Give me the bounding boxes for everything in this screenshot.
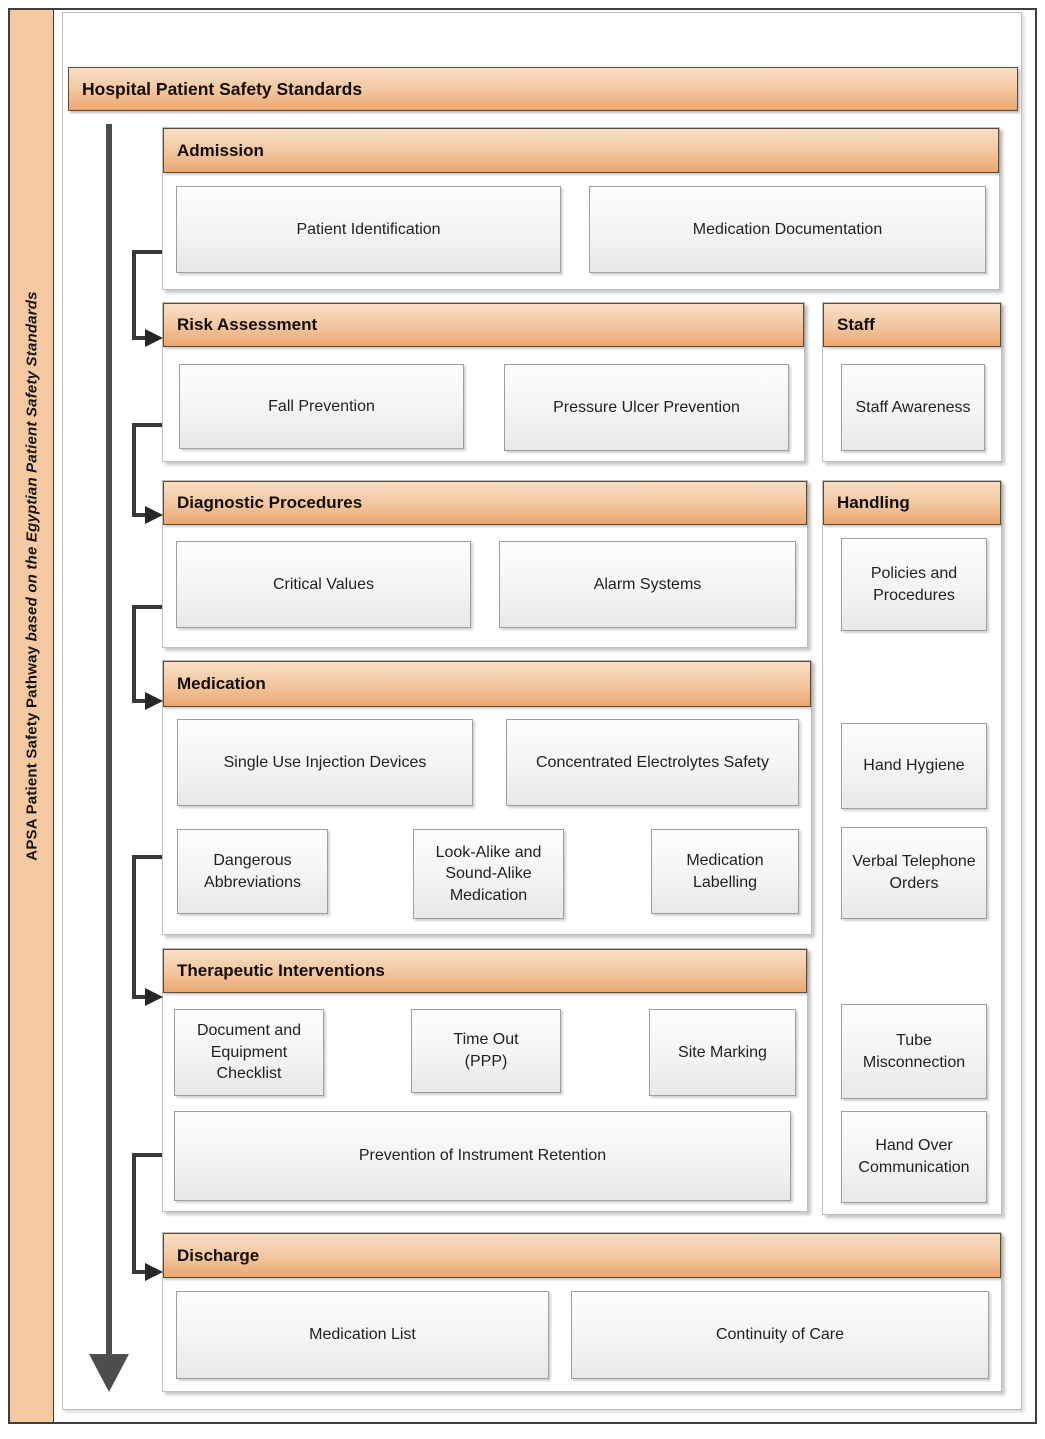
section-diagnostic-procedures-header: Diagnostic Procedures (163, 481, 807, 525)
item-prevention-of-instrument-retention: Prevention of Instrument Retention (174, 1111, 791, 1201)
pathway-sidebar: APSA Patient Safety Pathway based on the… (9, 9, 54, 1423)
page-title: Hospital Patient Safety Standards (68, 67, 1018, 111)
item-policies-and-procedures: Policies and Procedures (841, 538, 987, 631)
item-hand-hygiene: Hand Hygiene (841, 723, 987, 809)
item-fall-prevention: Fall Prevention (179, 364, 464, 449)
section-handling-header: Handling (823, 481, 1001, 525)
section-medication-header: Medication (163, 661, 811, 707)
pathway-title-subtitle: based on the Egyptian Patient Safety Sta… (23, 291, 40, 642)
item-patient-identification: Patient Identification (176, 186, 561, 273)
item-site-marking: Site Marking (649, 1009, 796, 1096)
section-medication: Medication Single Use Injection Devices … (162, 660, 812, 935)
item-hand-over-communication: Hand Over Communication (841, 1111, 987, 1203)
item-concentrated-electrolytes-safety: Concentrated Electrolytes Safety (506, 719, 799, 806)
item-single-use-injection-devices: Single Use Injection Devices (177, 719, 473, 806)
item-alarm-systems: Alarm Systems (499, 541, 796, 628)
pathway-title-main: APSA Patient Safety Pathway (23, 645, 40, 861)
item-staff-awareness: Staff Awareness (841, 364, 985, 451)
section-discharge: Discharge Medication List Continuity of … (162, 1232, 1002, 1392)
item-time-out-ppp: Time Out (PPP) (411, 1009, 561, 1093)
item-medication-labelling: Medication Labelling (651, 829, 799, 914)
item-continuity-of-care: Continuity of Care (571, 1291, 989, 1379)
section-diagnostic-procedures: Diagnostic Procedures Critical Values Al… (162, 480, 808, 648)
section-risk-assessment: Risk Assessment Fall Prevention Pressure… (162, 302, 805, 462)
section-therapeutic-interventions-header: Therapeutic Interventions (163, 949, 807, 993)
section-therapeutic-interventions: Therapeutic Interventions Document and E… (162, 948, 808, 1212)
item-verbal-telephone-orders: Verbal Telephone Orders (841, 827, 987, 919)
section-admission: Admission Patient Identification Medicat… (162, 127, 1000, 290)
item-medication-documentation: Medication Documentation (589, 186, 986, 273)
section-staff: Staff Staff Awareness (822, 302, 1002, 462)
item-critical-values: Critical Values (176, 541, 471, 628)
item-medication-list: Medication List (176, 1291, 549, 1379)
item-dangerous-abbreviations: Dangerous Abbreviations (177, 829, 328, 914)
section-staff-header: Staff (823, 303, 1001, 347)
item-tube-misconnection: Tube Misconnection (841, 1004, 987, 1099)
item-document-and-equipment-checklist: Document and Equipment Checklist (174, 1009, 324, 1096)
section-handling: Handling Policies and Procedures Hand Hy… (822, 480, 1002, 1215)
item-pressure-ulcer-prevention: Pressure Ulcer Prevention (504, 364, 789, 451)
item-look-alike-sound-alike-medication: Look-Alike and Sound-Alike Medication (413, 829, 564, 919)
section-risk-assessment-header: Risk Assessment (163, 303, 804, 347)
section-admission-header: Admission (163, 128, 999, 173)
pathway-sidebar-title: APSA Patient Safety Pathway based on the… (23, 291, 40, 860)
section-discharge-header: Discharge (163, 1233, 1001, 1278)
